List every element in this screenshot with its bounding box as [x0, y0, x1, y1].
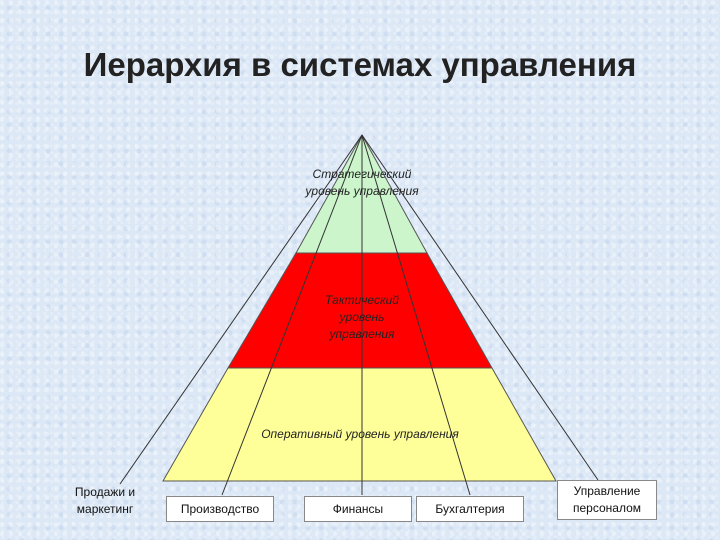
tactical-level-label: Тактический уровень управления [325, 293, 399, 341]
operational-level-label: Оперативный уровень управления [261, 427, 459, 441]
connector-production [221, 134, 363, 496]
connector-sales [119, 134, 363, 485]
department-sales: Продажи и маркетинг [74, 485, 136, 516]
page-title: Иерархия в системах управления [83, 46, 637, 83]
department-hr: Управление персоналом [557, 480, 657, 520]
department-production: Производство [166, 496, 274, 522]
operational-level [162, 367, 557, 482]
department-finance: Финансы [304, 496, 412, 522]
connector-hr [361, 134, 599, 481]
connector-accounting [361, 134, 471, 496]
department-accounting: Бухгалтерия [416, 496, 524, 522]
strategic-level-label: Стратегический уровень управления [305, 167, 419, 198]
